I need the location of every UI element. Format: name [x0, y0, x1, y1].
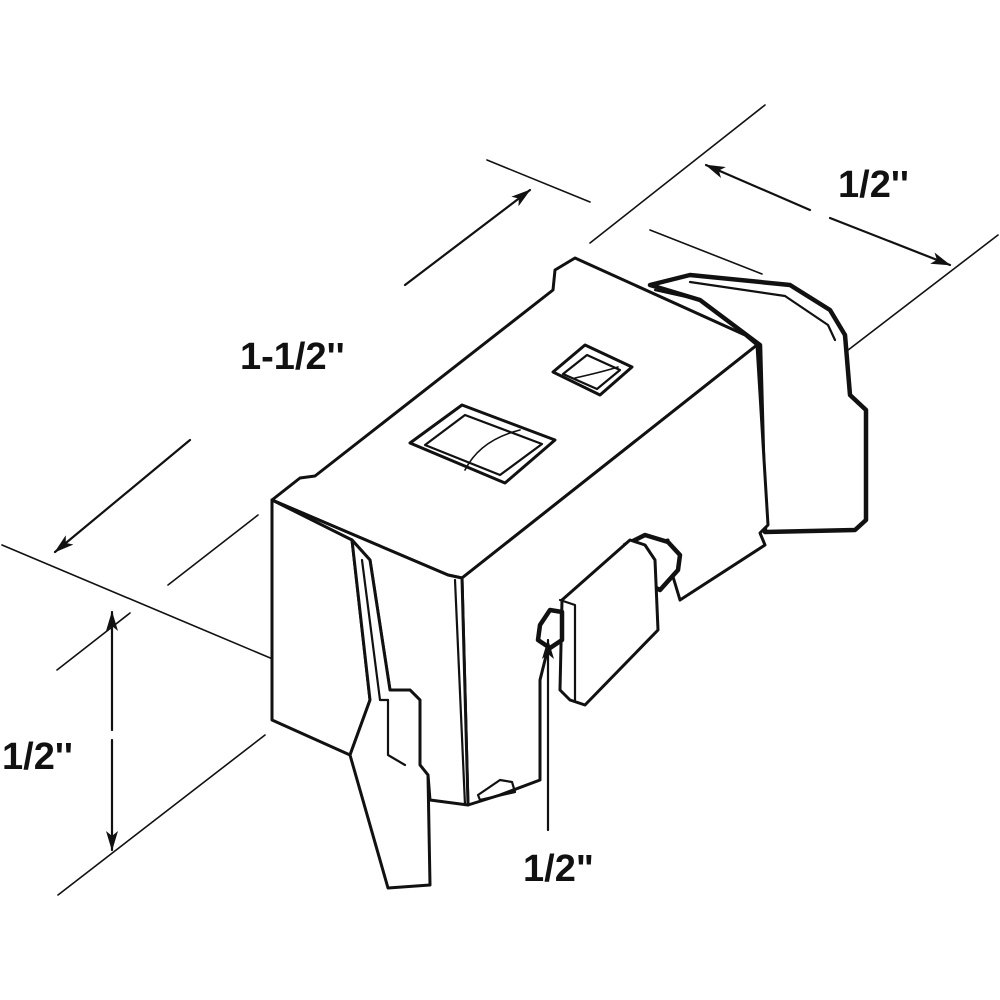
small-window: [551, 343, 634, 397]
length-extension-line-back: [486, 159, 591, 203]
top-width-guide: [649, 229, 763, 275]
height-extension-top: [56, 612, 131, 671]
length-label: 1-1/2'': [240, 336, 345, 378]
top-width-label: 1/2'': [838, 164, 909, 206]
roller-cap: [535, 532, 683, 707]
length-arrow-back: [403, 188, 532, 287]
top-width-arrow-right: [828, 216, 952, 267]
height-extension-bottom: [57, 734, 266, 896]
housing-body: [270, 256, 770, 890]
large-window: [408, 403, 557, 485]
height-label: 1/2'': [2, 736, 73, 778]
length-arrow-front: [53, 438, 192, 554]
bottom-clip: [476, 778, 517, 802]
height-dimension: [56, 514, 266, 896]
roller-cap-front: [558, 538, 660, 707]
top-width-arrow-left: [704, 163, 812, 212]
height-extension-front: [167, 514, 259, 586]
rear-bracket: [647, 272, 869, 535]
top-width-extension-left: [589, 104, 766, 244]
top-windows: [408, 343, 634, 485]
bottom-width-label: 1/2": [523, 848, 594, 890]
